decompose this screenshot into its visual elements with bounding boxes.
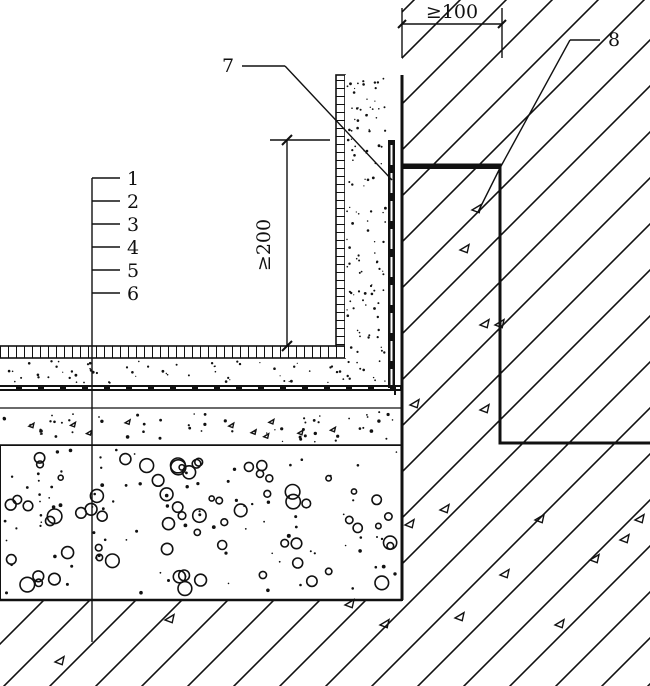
wall-tile-layer (335, 74, 346, 347)
interior-space (0, 0, 336, 345)
slab-aggregate (3, 448, 398, 597)
label-layer-6: 6 (127, 283, 139, 305)
screed-specks (2, 411, 394, 443)
layer-leader: 1 2 3 4 5 6 (91, 168, 139, 642)
wall-mortar-specks (346, 77, 387, 354)
label-layer-1: 1 (127, 168, 139, 190)
mortar-specks (7, 360, 392, 384)
callout-8: 8 (477, 29, 620, 213)
label-layer-3: 3 (127, 214, 139, 236)
label-layer-5: 5 (127, 260, 139, 282)
label-callout-7: 7 (222, 55, 234, 77)
label-layer-2: 2 (127, 191, 139, 213)
screed-layer (0, 408, 402, 445)
label-callout-8: 8 (608, 29, 620, 51)
floor-tile-layer (0, 345, 346, 359)
mortar-bed-horizontal (0, 358, 396, 385)
dimension-height-label: ≥200 (253, 219, 275, 271)
dimension-height: ≥200 (253, 134, 330, 352)
dimension-width: ≥100 (397, 1, 507, 58)
protective-layer (0, 395, 402, 408)
dimension-width-label: ≥100 (426, 1, 478, 23)
wall-mortar-vertical (345, 75, 388, 358)
label-layer-4: 4 (127, 237, 139, 259)
callout-7: 7 (222, 55, 393, 181)
